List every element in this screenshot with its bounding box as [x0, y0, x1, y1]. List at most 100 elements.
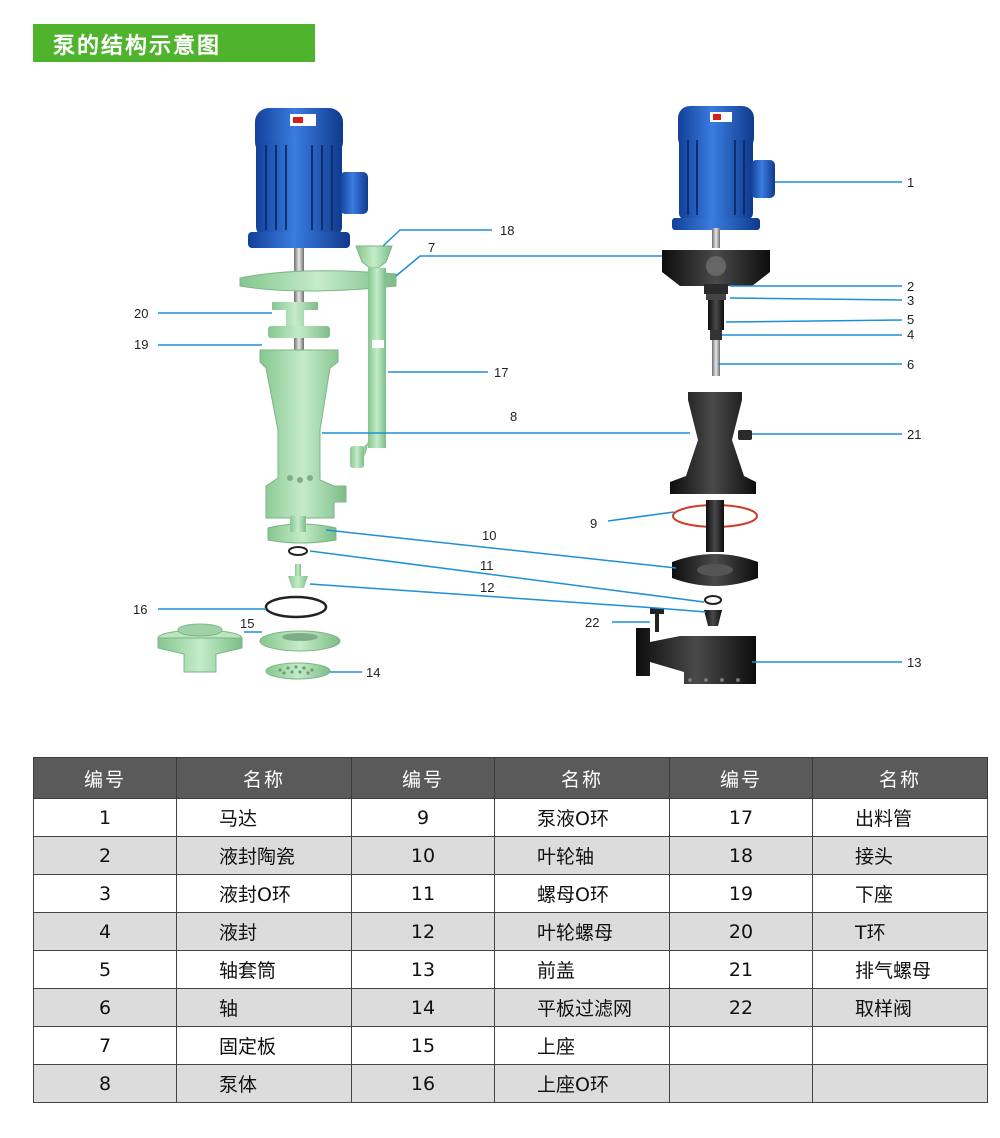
table-row: 7 固定板 15 上座 — [33, 1026, 988, 1065]
left-body-holes — [287, 475, 313, 483]
part-number: 14 — [351, 988, 495, 1027]
header-number: 编号 — [351, 757, 495, 799]
left-impeller — [267, 523, 337, 544]
callout-19: 19 — [134, 337, 148, 352]
right-pump-body — [670, 392, 756, 494]
right-shaft — [712, 340, 720, 376]
callout-2: 2 — [907, 279, 914, 294]
part-number: 3 — [33, 874, 177, 913]
callout-8: 8 — [510, 409, 517, 424]
left-upper-seat-o-ring — [264, 595, 328, 619]
part-name: 叶轮螺母 — [494, 912, 670, 951]
right-shaft-sleeve — [708, 300, 724, 330]
callout-1: 1 — [907, 175, 914, 190]
part-name — [812, 1064, 988, 1103]
left-motor-fins — [265, 145, 333, 230]
part-name: 出料管 — [812, 798, 988, 837]
part-number: 22 — [669, 988, 813, 1027]
part-name: 前盖 — [494, 950, 670, 989]
part-number: 6 — [33, 988, 177, 1027]
callout-20: 20 — [134, 306, 148, 321]
table-row: 1 马达 9 泵液O环 17 出料管 — [33, 798, 988, 837]
header-name: 名称 — [494, 757, 670, 799]
part-name — [812, 1026, 988, 1065]
table-row: 3 液封O环 11 螺母O环 19 下座 — [33, 874, 988, 913]
part-name: 泵体 — [176, 1064, 352, 1103]
callout-7: 7 — [428, 240, 435, 255]
callout-22: 22 — [585, 615, 599, 630]
table-row: 6 轴 14 平板过滤网 22 取样阀 — [33, 988, 988, 1027]
part-name: 液封O环 — [176, 874, 352, 913]
part-number: 2 — [33, 836, 177, 875]
leader-lines — [158, 181, 903, 673]
part-name: 泵液O环 — [494, 798, 670, 837]
part-name: 取样阀 — [812, 988, 988, 1027]
part-number: 20 — [669, 912, 813, 951]
part-name: 上座O环 — [494, 1064, 670, 1103]
header-number: 编号 — [33, 757, 177, 799]
callout-4: 4 — [907, 327, 914, 342]
left-t-ring — [272, 302, 318, 330]
part-number: 5 — [33, 950, 177, 989]
title-bar: 泵的结构示意图 — [33, 24, 315, 62]
part-number: 12 — [351, 912, 495, 951]
right-seal-ceramic — [704, 284, 728, 294]
callout-14: 14 — [366, 665, 380, 680]
right-motor-terminal-box — [751, 160, 775, 198]
part-number: 13 — [351, 950, 495, 989]
header-name: 名称 — [176, 757, 352, 799]
callout-15: 15 — [240, 616, 254, 631]
callout-16: 16 — [133, 602, 147, 617]
right-impeller-nut — [704, 610, 722, 626]
table-row: 2 液封陶瓷 10 叶轮轴 18 接头 — [33, 836, 988, 875]
part-name: 平板过滤网 — [494, 988, 670, 1027]
left-pump-body — [259, 349, 347, 519]
left-impeller-nut — [288, 576, 308, 588]
callout-18: 18 — [500, 223, 514, 238]
right-vent-nut — [738, 430, 752, 440]
callout-12: 12 — [480, 580, 494, 595]
part-name: 马达 — [176, 798, 352, 837]
left-fixing-plate — [239, 270, 397, 292]
callout-11: 11 — [480, 558, 494, 573]
left-motor-flange — [248, 232, 350, 248]
callout-3: 3 — [907, 293, 914, 308]
part-name: 上座 — [494, 1026, 670, 1065]
callout-21: 21 — [907, 427, 921, 442]
part-name: 螺母O环 — [494, 874, 670, 913]
part-name: 液封陶瓷 — [176, 836, 352, 875]
left-motor-terminal-box — [340, 172, 368, 214]
part-name: 固定板 — [176, 1026, 352, 1065]
right-seal-o-ring — [706, 294, 726, 300]
callout-labels: 1 2 3 4 5 6 7 8 9 10 11 12 13 14 15 16 1… — [133, 175, 921, 680]
part-name: 叶轮轴 — [494, 836, 670, 875]
part-number: 11 — [351, 874, 495, 913]
part-number — [669, 1026, 813, 1065]
part-number: 10 — [351, 836, 495, 875]
part-number: 16 — [351, 1064, 495, 1103]
callout-10: 10 — [482, 528, 496, 543]
part-number: 7 — [33, 1026, 177, 1065]
part-number — [669, 1064, 813, 1103]
left-lower-seat — [268, 326, 330, 338]
left-outlet-pipe — [368, 268, 386, 448]
callout-6: 6 — [907, 357, 914, 372]
right-impeller-shaft — [706, 500, 724, 552]
part-number: 21 — [669, 950, 813, 989]
callout-17: 17 — [494, 365, 508, 380]
left-pump-illustration — [157, 108, 397, 680]
parts-table: 编号 名称 编号 名称 编号 名称 1 马达 9 泵液O环 17 出料管 2 液… — [33, 757, 988, 1103]
part-number: 9 — [351, 798, 495, 837]
part-number: 17 — [669, 798, 813, 837]
part-number: 15 — [351, 1026, 495, 1065]
callout-13: 13 — [907, 655, 921, 670]
part-number: 19 — [669, 874, 813, 913]
part-name: 接头 — [812, 836, 988, 875]
part-number: 18 — [669, 836, 813, 875]
right-front-cover — [636, 628, 756, 684]
callout-9: 9 — [590, 516, 597, 531]
right-sampling-valve — [650, 608, 664, 614]
left-flat-filter — [265, 662, 331, 680]
left-motor-body — [256, 140, 342, 235]
part-number: 4 — [33, 912, 177, 951]
